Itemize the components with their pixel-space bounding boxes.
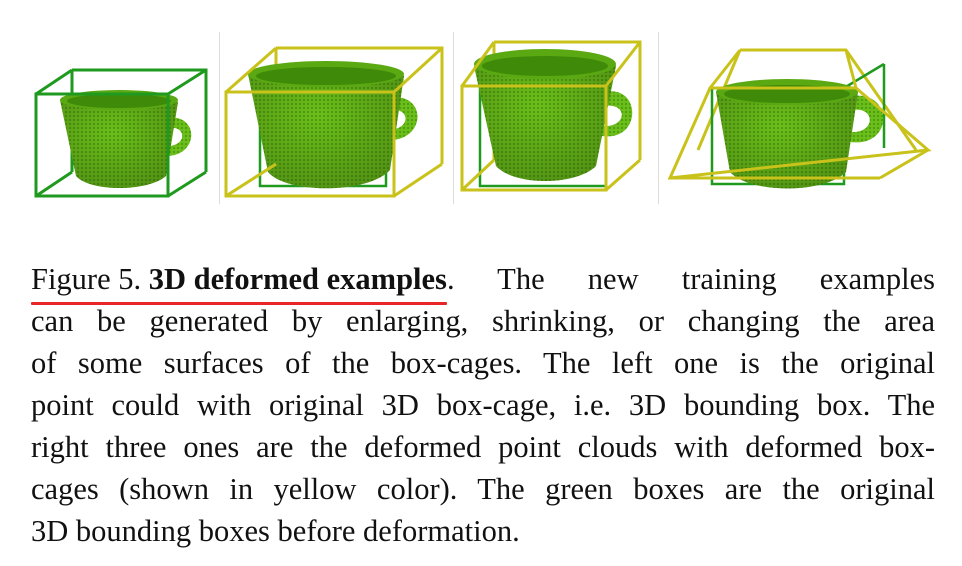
caption-line: can be generated by enlarging, shrinking… [31,304,935,338]
caption-line: Figure 5. 3D deformed examples. The new … [31,258,935,305]
figure-images [0,0,962,215]
caption-title: 3D deformed examples [148,262,447,296]
panel-shrunk [460,40,642,192]
red-underline [31,302,447,305]
panel-original [34,68,208,198]
figure-label-with-title: Figure 5. 3D deformed examples [31,258,447,305]
caption-line: cages (shown in yellow color). The green… [31,472,935,506]
caption-line: point could with original 3D box-cage, i… [31,388,935,422]
caption-line: 3D bounding boxes before deformation. [31,514,520,548]
figure-caption: Figure 5. 3D deformed examples. The new … [31,258,935,552]
figure-number: Figure 5. [31,262,142,296]
caption-line: of some surfaces of the box-cages. The l… [31,346,935,380]
panel-divider [453,32,454,204]
caption-line: right three ones are the deformed point … [31,430,935,464]
panel-enlarged [224,46,444,198]
caption-text: . The new training examples [446,262,935,296]
panel-divider [658,32,659,204]
panel-changed-area [667,48,932,189]
panel-divider [219,32,220,204]
